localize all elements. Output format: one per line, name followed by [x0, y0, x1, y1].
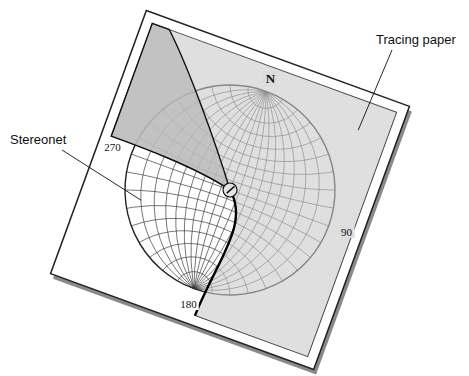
leader-line — [62, 150, 141, 200]
azimuth-label: 270 — [102, 141, 123, 153]
leader-line — [358, 50, 392, 130]
azimuth-label: 90 — [339, 226, 354, 238]
grid-line — [15, 0, 469, 376]
azimuth-label: 180 — [178, 298, 199, 310]
board — [51, 11, 410, 370]
callout-label: Tracing paper — [374, 32, 458, 47]
thumbtack — [221, 181, 239, 199]
grid-line — [0, 0, 445, 376]
callout-label: Stereonet — [8, 132, 68, 147]
paper-flap — [108, 23, 275, 190]
thumbtack-pin — [227, 185, 235, 195]
north-mark: N — [264, 71, 277, 87]
tracing-paper — [63, 23, 396, 356]
